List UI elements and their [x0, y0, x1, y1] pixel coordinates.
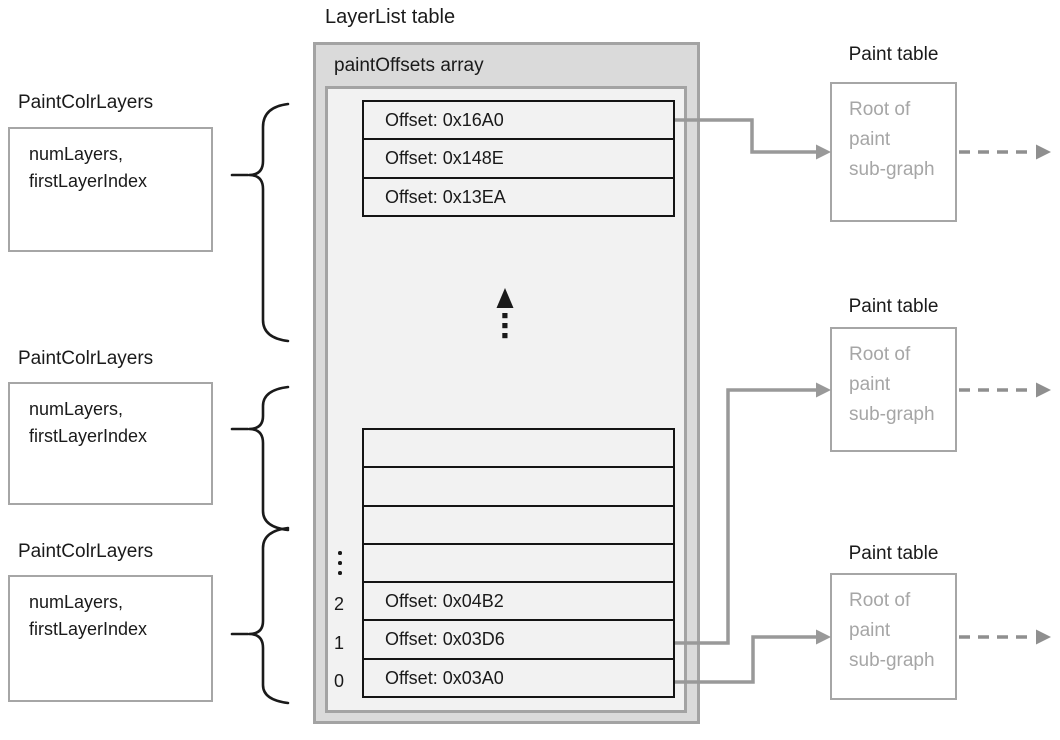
- paintcolrlayers-box-2: numLayers, firstLayerIndex: [8, 382, 213, 505]
- paint-table-title-3: Paint table: [848, 543, 939, 564]
- field-firstlayerindex: firstLayerIndex: [29, 171, 148, 191]
- paint-body-line: Root of: [849, 344, 911, 365]
- offset-row-empty: [364, 504, 673, 543]
- offset-row-empty: [364, 466, 673, 505]
- offset-row-empty: [364, 430, 673, 467]
- brace-3: [230, 526, 290, 705]
- arrowhead-icon: [816, 382, 831, 398]
- field-numlayers: numLayers,: [29, 399, 124, 419]
- paintoffsets-array-label: paintOffsets array: [334, 55, 484, 76]
- paint-table-box-2: Root of paint sub-graph: [830, 327, 957, 452]
- vertical-ellipsis-icon: [338, 551, 342, 575]
- row-index-2: 2: [333, 594, 344, 614]
- paint-table-box-3: Root of paint sub-graph: [830, 573, 957, 700]
- brace-2: [230, 385, 290, 532]
- offset-rows-bottom: Offset: 0x04B2 Offset: 0x03D6 Offset: 0x…: [362, 428, 675, 699]
- arrowhead-icon: [816, 144, 831, 160]
- paint-body-line: sub-graph: [849, 159, 935, 180]
- offset-row-empty: [364, 542, 673, 582]
- paintcolrlayers-title-2: PaintColrLayers: [18, 348, 154, 369]
- row-index-1: 1: [333, 633, 344, 653]
- paint-table-title-1: Paint table: [848, 44, 939, 65]
- paint-body-line: paint: [849, 374, 891, 395]
- paintcolrlayers-title-3: PaintColrLayers: [18, 541, 154, 562]
- arrowhead-icon: [816, 629, 831, 645]
- brace-1: [230, 102, 290, 343]
- paint-table-box-1: Root of paint sub-graph: [830, 82, 957, 222]
- paintcolrlayers-box-3: numLayers, firstLayerIndex: [8, 575, 213, 702]
- arrowhead-icon: [1036, 629, 1051, 645]
- paint-body-line: Root of: [849, 590, 911, 611]
- paint-body-line: paint: [849, 129, 891, 150]
- field-numlayers: numLayers,: [29, 592, 124, 612]
- paint-body-line: paint: [849, 620, 891, 641]
- arrowhead-icon: [1036, 382, 1051, 398]
- offset-row: Offset: 0x03A0: [364, 657, 673, 697]
- field-firstlayerindex: firstLayerIndex: [29, 426, 148, 446]
- offset-row: Offset: 0x148E: [364, 138, 673, 177]
- offset-row: Offset: 0x16A0: [364, 102, 673, 139]
- row-index-0: 0: [333, 671, 344, 691]
- paintcolrlayers-box-1: numLayers, firstLayerIndex: [8, 127, 213, 252]
- arrowhead-icon: [1036, 144, 1051, 160]
- paint-body-line: sub-graph: [849, 404, 935, 425]
- field-firstlayerindex: firstLayerIndex: [29, 619, 148, 639]
- offset-row: Offset: 0x04B2: [364, 581, 673, 620]
- paint-body-line: Root of: [849, 99, 911, 120]
- field-numlayers: numLayers,: [29, 144, 124, 164]
- offset-rows-top: Offset: 0x16A0 Offset: 0x148E Offset: 0x…: [362, 100, 675, 217]
- paint-body-line: sub-graph: [849, 650, 935, 671]
- offset-row: Offset: 0x03D6: [364, 619, 673, 658]
- paint-table-title-2: Paint table: [848, 296, 939, 317]
- layerlist-table-title: LayerList table: [325, 6, 456, 28]
- paintcolrlayers-title-1: PaintColrLayers: [18, 92, 154, 113]
- offset-row: Offset: 0x13EA: [364, 176, 673, 215]
